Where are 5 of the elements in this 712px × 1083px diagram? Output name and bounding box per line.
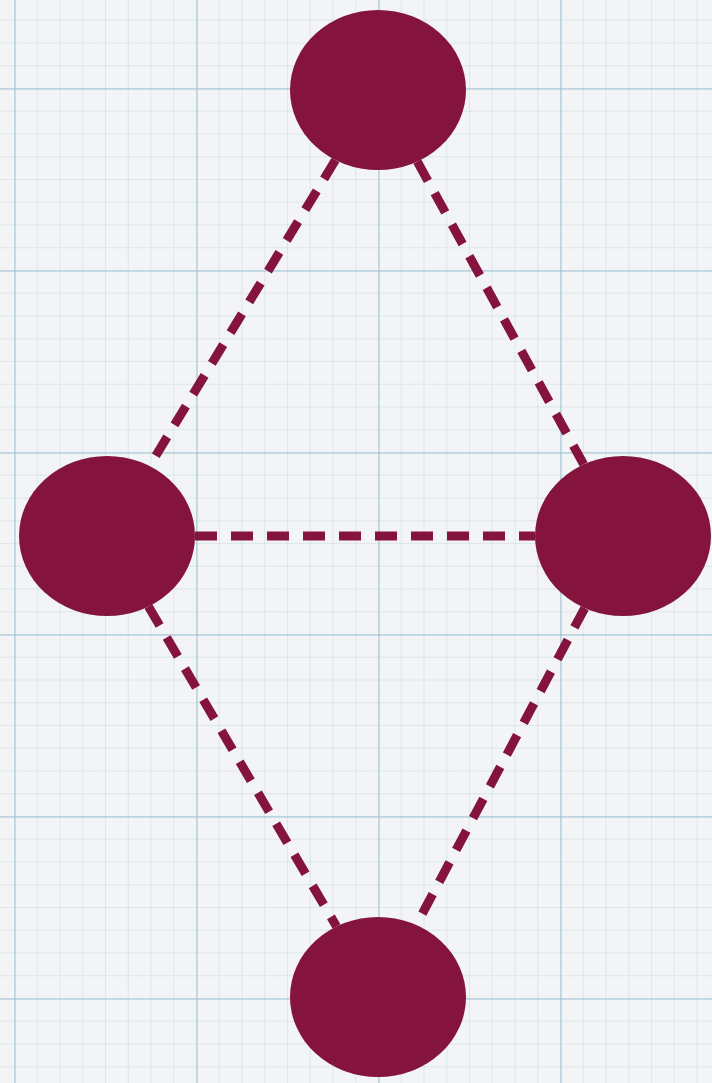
dashed-connector <box>195 531 535 541</box>
dashed-connector <box>144 604 341 929</box>
dashed-connector <box>413 159 588 467</box>
circle-node <box>535 456 711 616</box>
circle-node <box>19 456 195 616</box>
